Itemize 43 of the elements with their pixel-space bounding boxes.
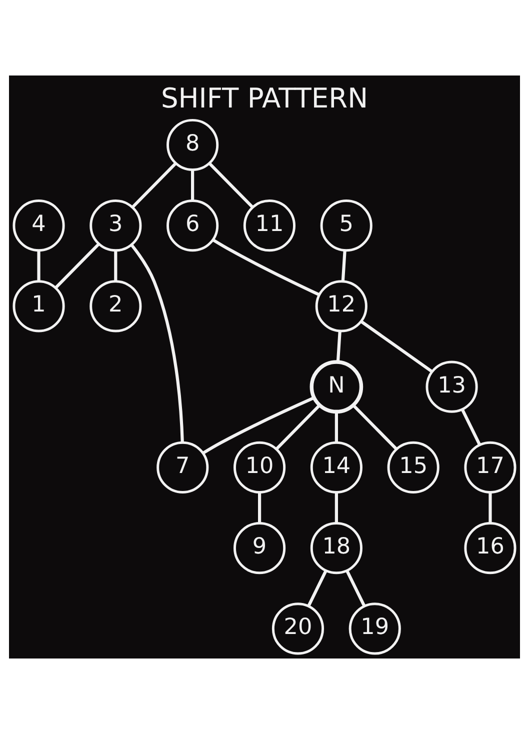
connector [336,331,341,362]
node-circle: 2 [89,280,142,332]
connector [334,492,338,524]
node-circle: 4 [12,200,64,252]
node-circle: 19 [348,602,400,655]
connector [208,162,254,208]
connector [258,492,261,524]
node-circle: 10 [233,441,286,494]
node-circle: 1 [12,280,64,332]
node-circle: 9 [233,522,286,574]
connector [130,244,184,443]
node-circle: 20 [271,602,324,655]
connector [54,243,100,289]
node-circle: 7 [156,441,208,494]
node-circle: 5 [320,200,372,252]
node-circle: 11 [242,200,295,252]
node-circle: N [309,360,363,414]
connector [340,250,346,282]
connector [488,492,492,524]
connector [190,170,194,201]
diagram-title: SHIFT PATTERN [160,83,368,114]
connector [460,408,481,446]
connector [131,162,176,208]
connector [352,404,397,450]
connector [36,250,40,282]
node-circle: 13 [425,360,478,413]
connector [212,238,320,296]
connector [114,250,117,282]
node-circle: 18 [310,522,362,574]
node-circle: 17 [464,441,516,494]
connector [306,570,327,607]
node-circle: 3 [89,200,142,252]
connector [360,320,432,373]
node-circle: 16 [464,522,516,574]
node-circle: 8 [166,118,218,172]
connector [345,570,366,607]
connector [274,404,320,450]
node-circle: 12 [314,280,367,332]
node-circle: 15 [386,441,439,494]
node-circle: 6 [166,200,218,252]
connector [334,412,338,442]
connector [202,396,314,454]
node-circle: 14 [310,441,362,494]
